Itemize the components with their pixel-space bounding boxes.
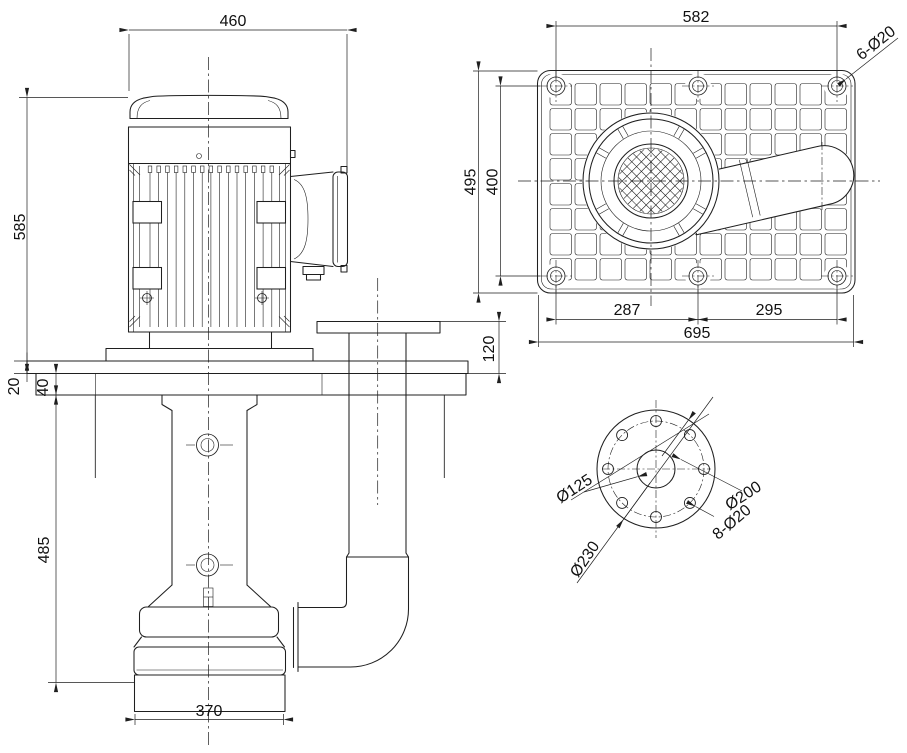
motor-body-outline <box>127 126 292 333</box>
pump-boss-top-view <box>582 112 720 250</box>
dim-bore-diameter: Ø125 <box>554 471 596 507</box>
motor-foot-bolts <box>140 291 269 305</box>
motor-mounting-flange <box>105 347 314 362</box>
outlet-elbow <box>345 552 410 558</box>
dim-plate-width: 695 <box>684 325 711 342</box>
motor-screw-icon <box>196 153 202 159</box>
flange-leaders: Ø125 Ø230 Ø200 8-Ø20 <box>554 396 765 584</box>
column-bolts <box>186 433 233 577</box>
front-dimensions: 460 585 20 40 485 370 120 <box>6 13 506 725</box>
dim-bolt-right-span: 295 <box>756 302 783 319</box>
top-view-dimensions: 582 6-Ø20 495 400 287 295 695 <box>463 9 899 347</box>
fan-cover-inner-line <box>136 100 282 119</box>
corner-hatch-ticks <box>129 164 290 328</box>
suction-bell <box>133 584 287 713</box>
pump-column <box>161 394 258 607</box>
dim-column-length: 485 <box>36 537 53 564</box>
junction-box <box>289 165 349 281</box>
motor-side-tab <box>289 149 296 159</box>
strainer-band <box>133 674 286 713</box>
boss-spokes <box>596 126 706 236</box>
dim-bolt-left-span: 287 <box>614 302 641 319</box>
motor-cooling-fins <box>147 165 274 327</box>
dim-suction-width: 370 <box>196 703 223 720</box>
dim-outer-diameter: Ø230 <box>567 538 603 580</box>
motor <box>127 94 296 350</box>
top-view: 582 6-Ø20 495 400 287 295 695 <box>463 9 899 347</box>
strainer-crosshatch <box>618 148 684 214</box>
lifting-lugs <box>132 200 287 290</box>
cable-gland-icon <box>302 265 325 281</box>
dim-base-plate-thickness: 40 <box>35 379 52 397</box>
dim-overall-width: 460 <box>220 13 247 30</box>
outlet-port-top-view <box>682 145 855 236</box>
front-view: 460 585 20 40 485 370 120 <box>6 13 506 747</box>
dim-outlet-flange-height: 120 <box>481 336 498 363</box>
junction-box-cover <box>332 171 349 268</box>
dim-mounting-holes: 6-Ø20 <box>853 23 899 64</box>
flange-detail-view: Ø125 Ø230 Ø200 8-Ø20 <box>554 396 765 584</box>
dim-flange-step: 20 <box>6 378 23 396</box>
fan-cover <box>129 94 289 120</box>
dim-bolt-span-vertical: 400 <box>485 169 502 196</box>
tank-skirt-lines <box>94 395 445 478</box>
outlet-flange <box>316 320 441 334</box>
dim-plate-depth: 495 <box>463 169 480 196</box>
motor-foot <box>148 331 273 350</box>
upper-plate <box>26 360 469 375</box>
dim-bolt-span-horizontal: 582 <box>683 9 710 26</box>
outlet-pipe-front <box>292 320 441 673</box>
dim-motor-height: 585 <box>12 214 29 241</box>
base-plate-front <box>35 372 467 396</box>
base-plate-top-view <box>536 69 856 294</box>
front-centerlines <box>208 57 379 747</box>
